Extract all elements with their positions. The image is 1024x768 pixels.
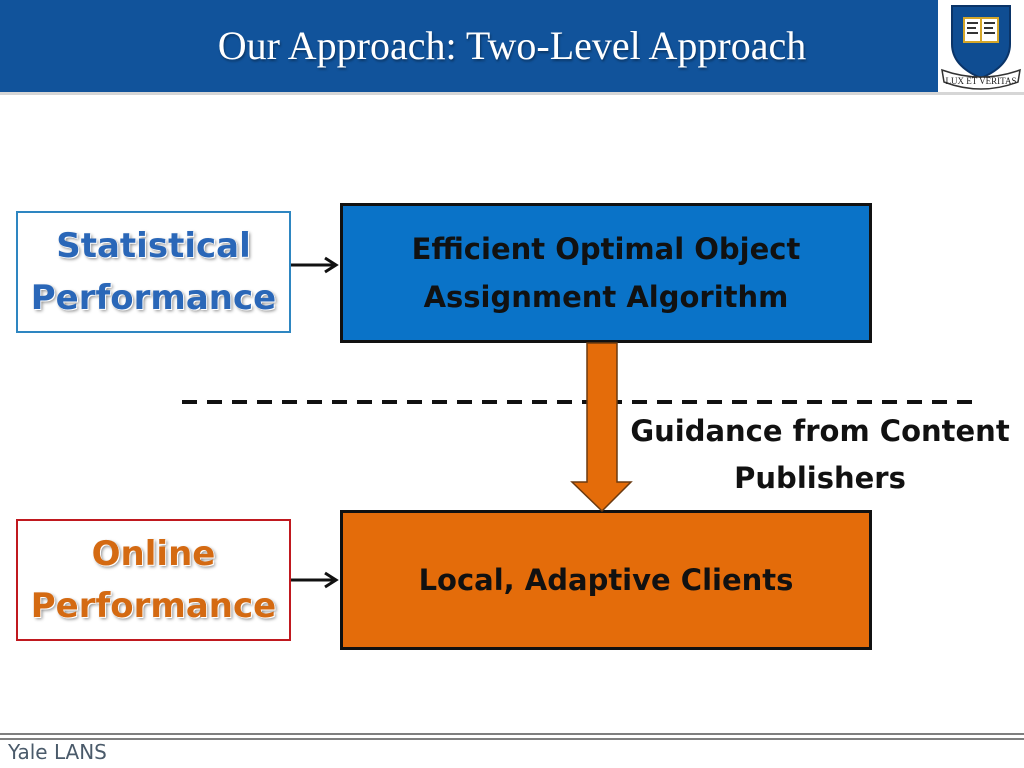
footer-label: Yale LANS xyxy=(8,740,107,764)
online-label-line1: Online xyxy=(91,534,216,574)
statistical-label-line2: Performance xyxy=(30,278,277,318)
online-label-line2: Performance xyxy=(30,586,277,626)
guidance-line2: Publishers xyxy=(734,461,906,495)
statistical-label-line1: Statistical xyxy=(56,226,251,266)
algorithm-line2: Assignment Algorithm xyxy=(423,280,789,314)
statistical-performance-box: Statistical Performance xyxy=(16,211,291,333)
slide-header: Our Approach: Two-Level Approach LUX ET … xyxy=(0,0,1024,95)
guidance-line1: Guidance from Content xyxy=(630,414,1010,448)
algorithm-box: Efficient Optimal Object Assignment Algo… xyxy=(340,203,872,343)
down-arrow xyxy=(570,342,633,513)
guidance-label: Guidance from Content Publishers xyxy=(620,408,1020,502)
clients-label: Local, Adaptive Clients xyxy=(418,563,794,597)
slide-title: Our Approach: Two-Level Approach xyxy=(217,23,807,68)
yale-logo: LUX ET VERITAS xyxy=(938,0,1024,92)
yale-shield-icon: LUX ET VERITAS xyxy=(941,5,1021,90)
clients-box: Local, Adaptive Clients xyxy=(340,510,872,650)
logo-motto: LUX ET VERITAS xyxy=(946,76,1017,86)
online-arrow xyxy=(291,571,339,589)
online-performance-box: Online Performance xyxy=(16,519,291,641)
algorithm-line1: Efficient Optimal Object xyxy=(411,232,801,266)
statistical-arrow xyxy=(291,256,339,274)
